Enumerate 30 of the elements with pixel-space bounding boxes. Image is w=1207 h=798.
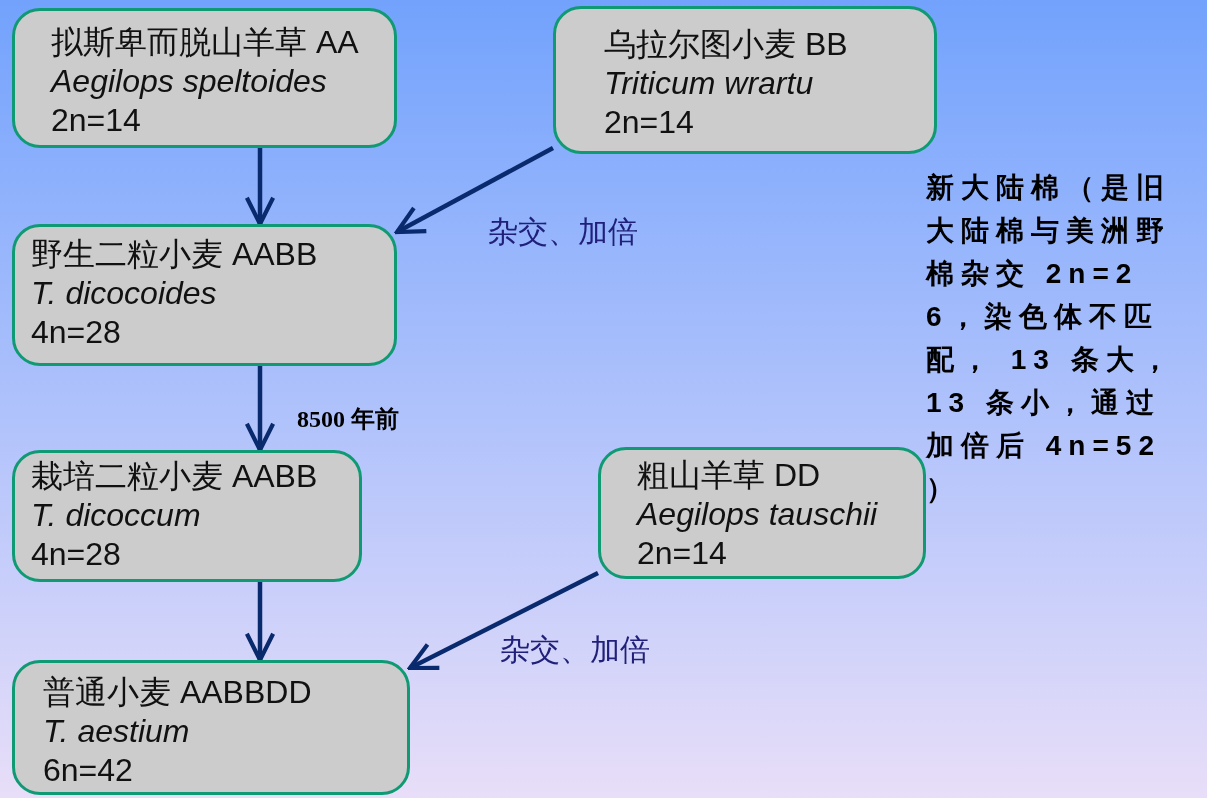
species-name: 野生二粒小麦 AABB xyxy=(31,235,318,274)
edge-label: 杂交、加倍 xyxy=(488,214,638,250)
species-name: 栽培二粒小麦 AABB xyxy=(31,457,318,496)
species-name: 普通小麦 AABBDD xyxy=(43,673,312,712)
species-name: 粗山羊草 DD xyxy=(637,456,821,495)
chromosome-count: 2n=14 xyxy=(604,103,694,142)
arrow xyxy=(407,571,599,671)
chromosome-count: 6n=42 xyxy=(43,751,133,790)
latin-name: T. aestium xyxy=(43,712,190,751)
species-box xyxy=(12,450,362,582)
chromosome-count: 4n=28 xyxy=(31,313,121,352)
edge-label: 8500 年前 xyxy=(297,405,399,434)
latin-name: Triticum wrartu xyxy=(604,64,814,103)
species-box xyxy=(12,224,397,366)
latin-name: Aegilops speltoides xyxy=(51,62,327,101)
edge-label: 杂交、加倍 xyxy=(500,632,650,668)
latin-name: T. dicocoides xyxy=(31,274,217,313)
species-name: 乌拉尔图小麦 BB xyxy=(604,25,848,64)
species-box xyxy=(598,447,926,579)
chromosome-count: 2n=14 xyxy=(637,534,727,573)
note-text: 新大陆棉（是旧大陆棉与美洲野棉杂交 2n=26，染色体不匹配， 13 条大， 13 条小，通过加倍后 4n=52 ） xyxy=(926,171,1177,506)
species-name: 拟斯卑而脱山羊草 AA xyxy=(51,23,359,62)
species-box xyxy=(553,6,937,154)
latin-name: Aegilops tauschii xyxy=(637,495,878,534)
chromosome-count: 2n=14 xyxy=(51,101,141,140)
species-box xyxy=(12,660,410,795)
species-box xyxy=(12,8,397,148)
arrow xyxy=(394,146,555,235)
latin-name: T. dicoccum xyxy=(31,496,201,535)
chromosome-count: 4n=28 xyxy=(31,535,121,574)
